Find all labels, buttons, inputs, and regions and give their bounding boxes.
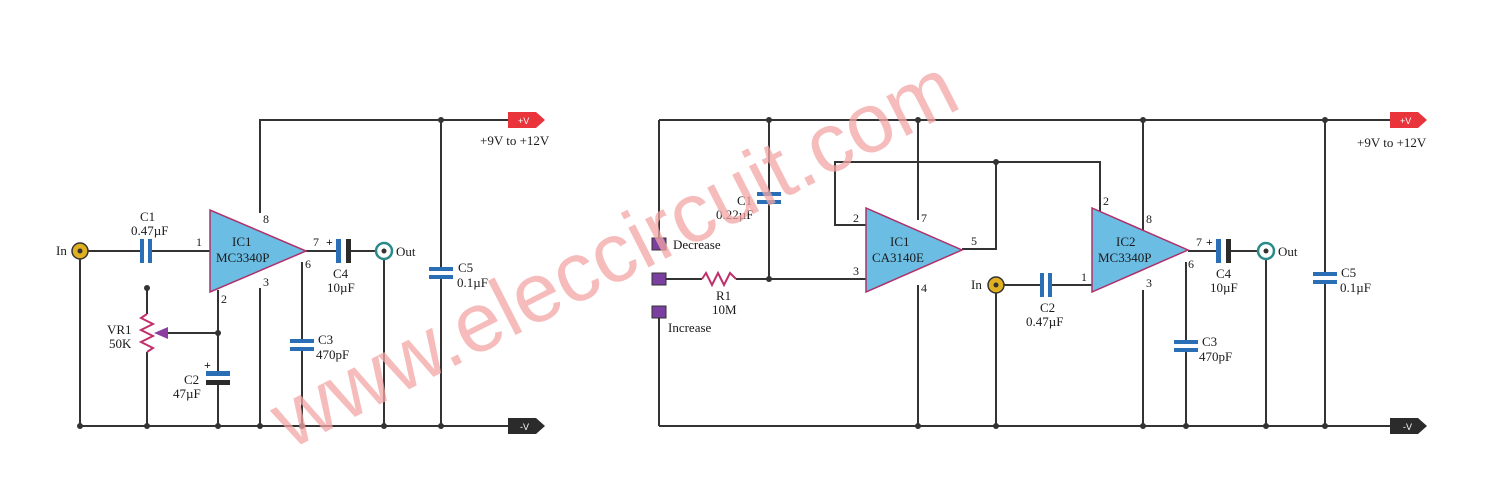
left-c5-name: C5	[458, 260, 473, 275]
right-decrease-label: Decrease	[673, 237, 721, 252]
right-ic1-opamp	[865, 206, 964, 294]
right-r1-name: R1	[716, 288, 731, 303]
right-c4-name: C4	[1216, 266, 1232, 281]
left-ic1-pin2: 2	[221, 292, 227, 306]
left-ic1-part: MC3340P	[216, 250, 269, 265]
right-decrease-pad	[651, 237, 667, 251]
left-c4-value: 10µF	[327, 280, 355, 295]
left-circuit: IC1 MC3340P 1 2 3 6 7 8 In Out C1 0.47µF	[56, 112, 550, 434]
right-ic2-pin6: 6	[1188, 257, 1194, 271]
left-c1-value: 0.47µF	[131, 223, 168, 238]
left-c5-capacitor	[429, 267, 453, 279]
left-c4-name: C4	[333, 266, 349, 281]
left-wires	[79, 119, 520, 427]
left-ic1-pin3: 3	[263, 275, 269, 289]
left-c3-name: C3	[318, 332, 333, 347]
right-ic2-part: MC3340P	[1098, 250, 1151, 265]
right-ic2-name: IC2	[1116, 234, 1136, 249]
left-ic1-pin6: 6	[305, 257, 311, 271]
left-c1-capacitor	[140, 239, 152, 263]
right-c2-name: C2	[1040, 300, 1055, 315]
right-increase-pad	[651, 305, 667, 319]
right-ic2-pin8: 8	[1146, 212, 1152, 226]
left-supply-range: +9V to +12V	[480, 133, 550, 148]
right-c5-capacitor	[1313, 272, 1337, 284]
left-c3-capacitor	[290, 339, 314, 351]
left-junctions	[77, 117, 444, 429]
left-c1-name: C1	[140, 209, 155, 224]
svg-text:+: +	[204, 358, 211, 372]
svg-text:+V: +V	[518, 116, 529, 126]
left-ic1-pin8: 8	[263, 212, 269, 226]
right-c3-name: C3	[1202, 334, 1217, 349]
right-c5-value: 0.1µF	[1340, 280, 1371, 295]
left-input-label: In	[56, 243, 67, 258]
right-circuit: IC1 CA3140E 2 3 4 5 7 IC2 MC3340P 1 2 3 …	[651, 112, 1427, 434]
right-supply-pos-flag: +V	[1390, 112, 1427, 128]
left-c2-name: C2	[184, 372, 199, 387]
left-input-jack	[71, 242, 89, 260]
svg-text:-V: -V	[520, 422, 529, 432]
right-increase-label: Increase	[668, 320, 712, 335]
right-c4-value: 10µF	[1210, 280, 1238, 295]
svg-text:+V: +V	[1400, 116, 1411, 126]
right-c4-capacitor: +	[1206, 235, 1231, 263]
right-ic1-pin2: 2	[853, 211, 859, 225]
right-ic2-pin3: 3	[1146, 276, 1152, 290]
right-ic1-part: CA3140E	[872, 250, 924, 265]
left-output-label: Out	[396, 244, 416, 259]
right-ic2-pin1: 1	[1081, 270, 1087, 284]
left-c3-value: 470pF	[316, 347, 349, 362]
left-c2-capacitor: +	[204, 358, 230, 385]
right-ic1-name: IC1	[890, 234, 910, 249]
right-ic2-pin2: 2	[1103, 194, 1109, 208]
right-supply-range: +9V to +12V	[1357, 135, 1427, 150]
right-junctions	[766, 117, 1328, 429]
right-c1-name: C1	[737, 193, 752, 208]
right-c5-name: C5	[1341, 265, 1356, 280]
watermark: www.eleccircuit.com	[255, 39, 972, 467]
right-output-jack	[1256, 241, 1276, 261]
right-c3-capacitor	[1174, 340, 1198, 352]
right-wires	[658, 119, 1400, 427]
left-supply-pos-flag: +V	[508, 112, 545, 128]
left-c2-value: 47µF	[173, 386, 201, 401]
right-c1-capacitor	[757, 192, 781, 204]
left-ic1-pin7: 7	[313, 235, 319, 249]
right-c2-value: 0.47µF	[1026, 314, 1063, 329]
left-ic1-opamp	[209, 208, 308, 294]
right-ic1-pin3: 3	[853, 264, 859, 278]
svg-text:+: +	[326, 235, 333, 249]
svg-text:-V: -V	[1403, 422, 1412, 432]
right-input-jack	[987, 276, 1005, 294]
right-r1-resistor	[701, 270, 737, 288]
svg-text:+: +	[1206, 235, 1213, 249]
right-r1-value: 10M	[712, 302, 737, 317]
left-ic1-name: IC1	[232, 234, 252, 249]
left-vr1-name: VR1	[107, 322, 132, 337]
right-supply-neg-flag: -V	[1390, 418, 1427, 434]
right-output-label: Out	[1278, 244, 1298, 259]
right-c2-capacitor	[1040, 273, 1052, 297]
right-c3-value: 470pF	[1199, 349, 1232, 364]
left-c4-capacitor: +	[326, 235, 351, 263]
left-vr1-potentiometer	[138, 313, 170, 353]
left-supply-neg-flag: -V	[508, 418, 545, 434]
right-r1-pad	[651, 272, 667, 286]
right-ic1-pin7: 7	[921, 211, 927, 225]
left-vr1-value: 50K	[109, 336, 132, 351]
right-ic2-opamp	[1091, 206, 1190, 294]
left-output-jack	[374, 241, 394, 261]
right-c1-value: 0.22µF	[716, 207, 753, 222]
left-c5-value: 0.1µF	[457, 275, 488, 290]
right-ic2-pin7: 7	[1196, 235, 1202, 249]
right-input-label: In	[971, 277, 982, 292]
left-ic1-pin1: 1	[196, 235, 202, 249]
right-ic1-pin4: 4	[921, 281, 927, 295]
right-ic1-pin5: 5	[971, 234, 977, 248]
